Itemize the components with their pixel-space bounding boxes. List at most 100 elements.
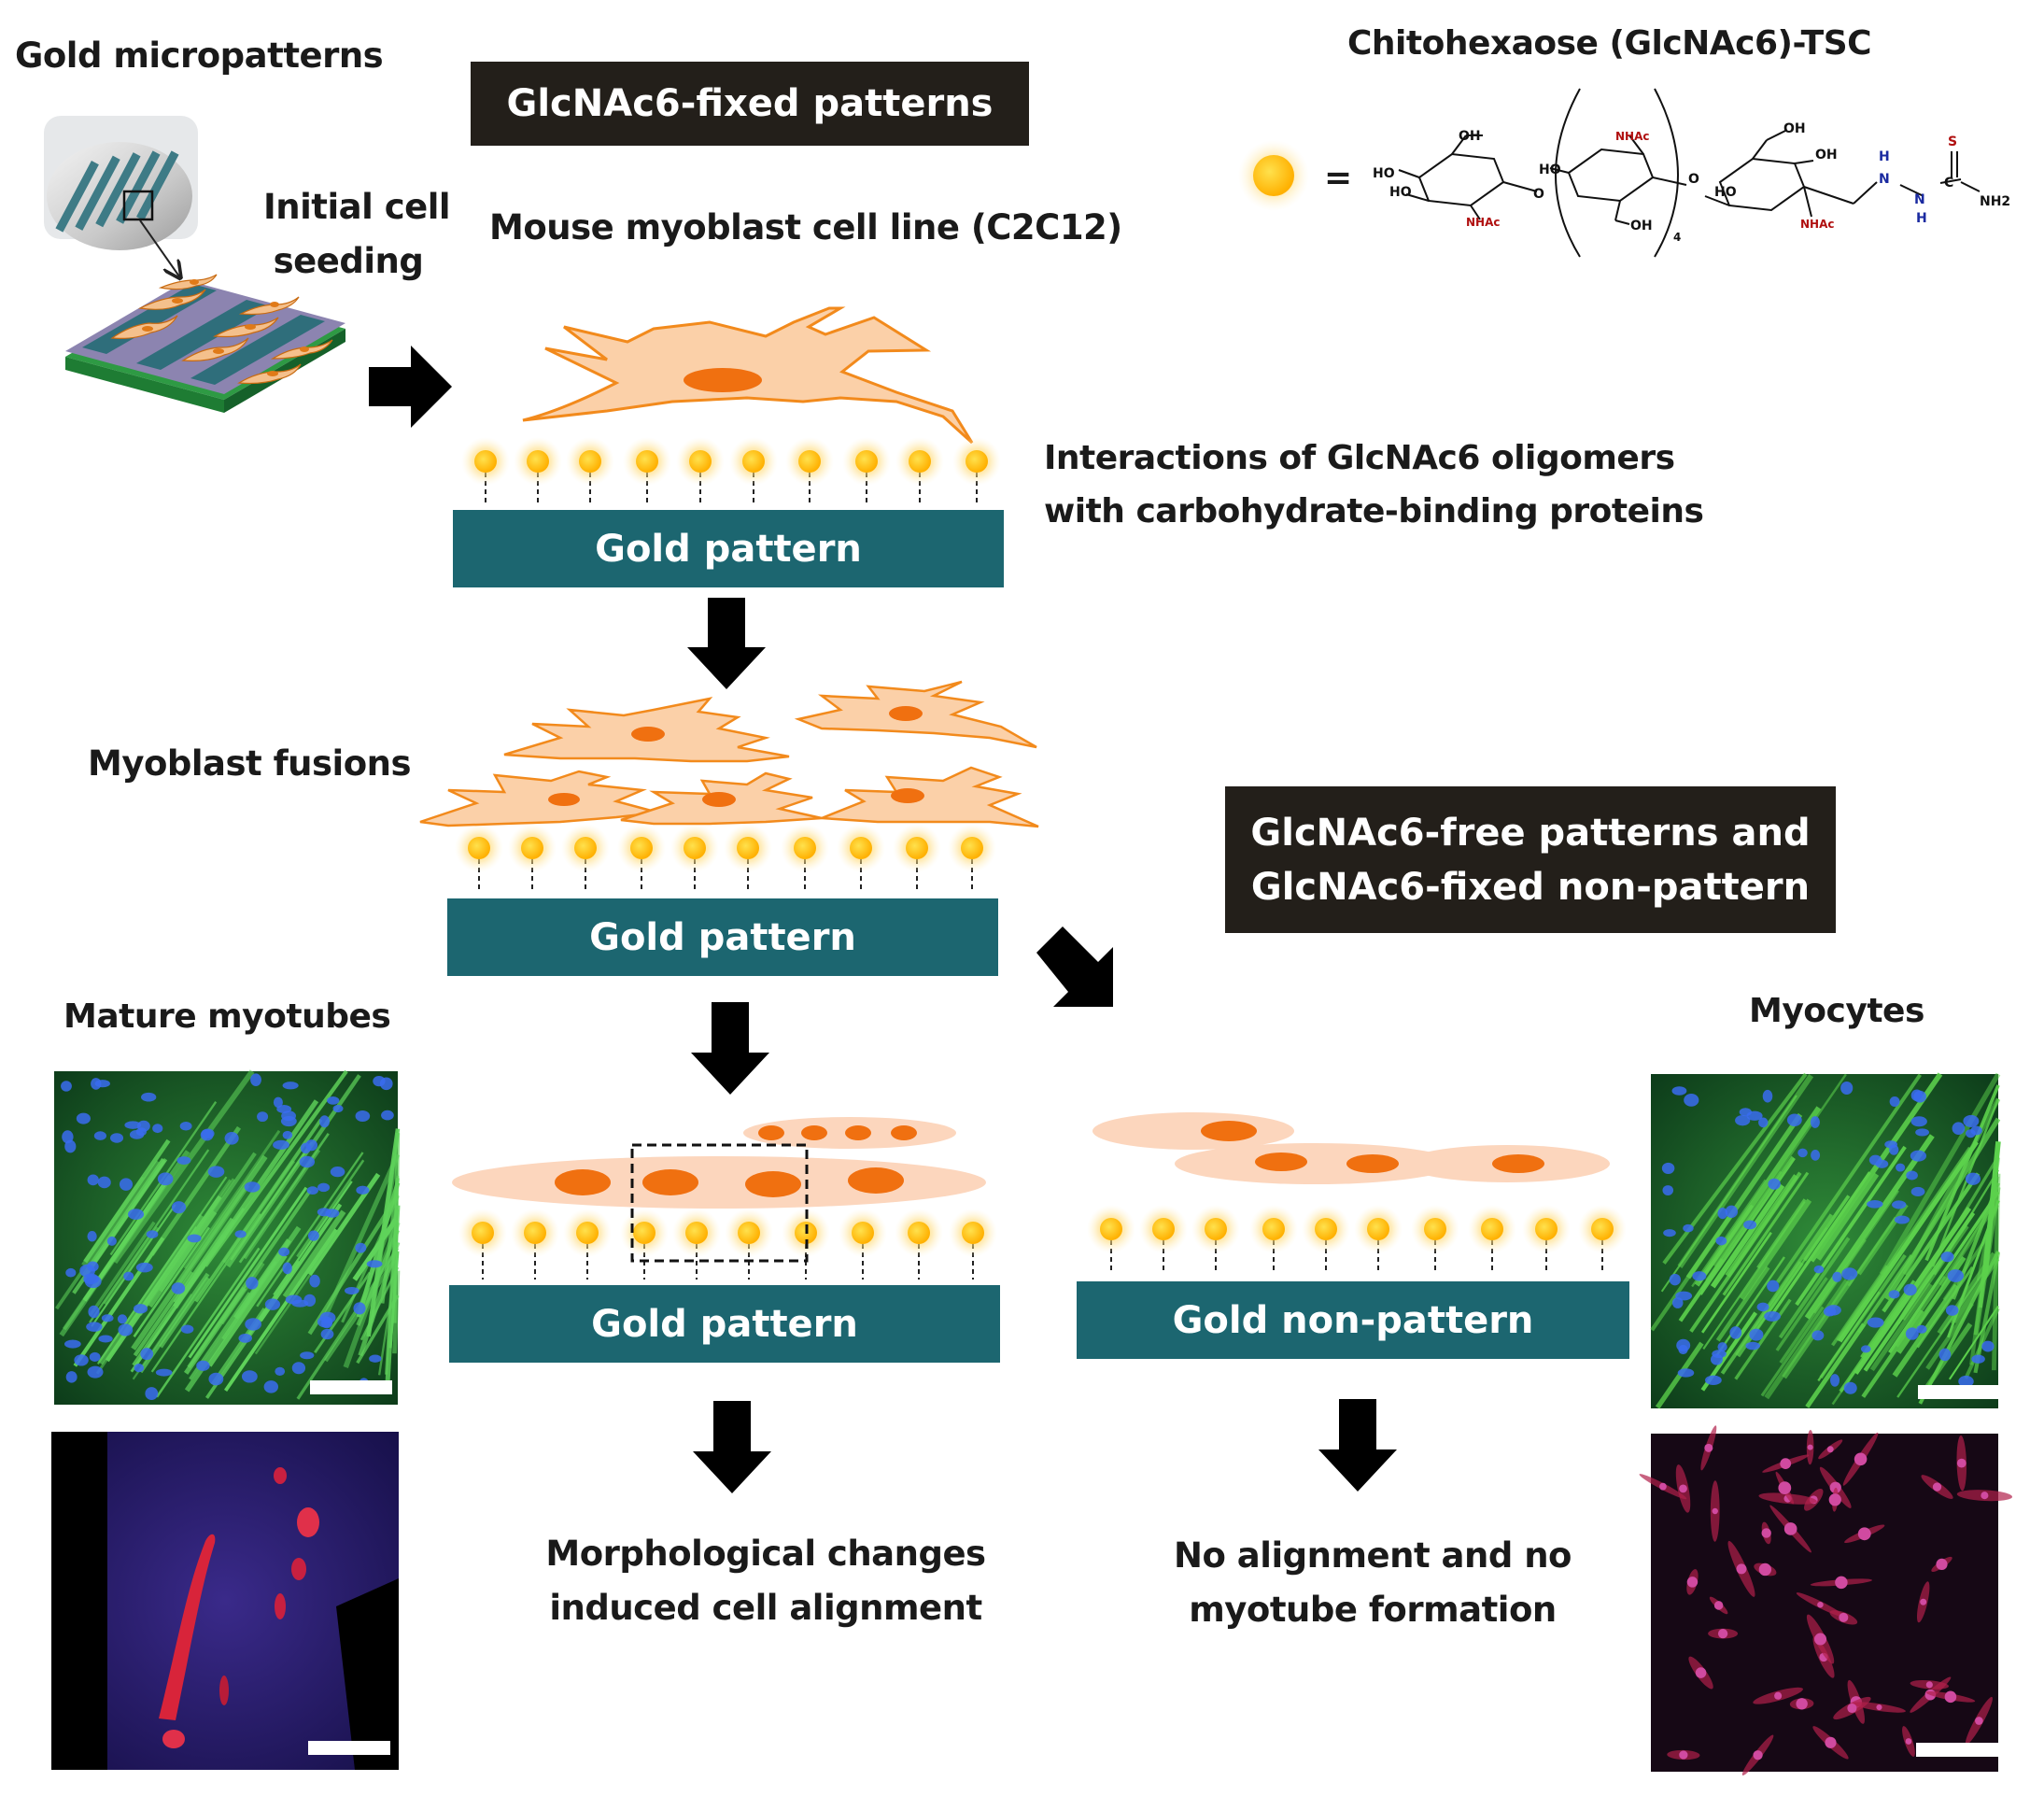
nucleus-dapi [344,1286,359,1295]
nucleus-dapi [381,1110,394,1121]
nucleus-dapi [1906,1170,1918,1181]
myotube-lower [452,1156,986,1209]
glcnac6-bead [850,837,872,859]
nucleus-dapi [1669,1273,1681,1286]
myotube-fiber [1722,1171,1810,1296]
nucleus-dapi [208,1372,224,1386]
myotube-fiber [1698,1204,1755,1284]
chitohexaose-structure [1398,88,1981,258]
myotube-fiber [1816,1172,1880,1261]
myotube-fiber [1895,1155,2000,1326]
myotube-fiber [1660,1095,1797,1293]
chem-ho-2: HO [1389,185,1412,200]
myotube-fiber [1710,1183,1785,1289]
nucleus-dapi [140,1348,154,1361]
nucleus-dapi [1684,1093,1699,1107]
myotube-fiber [1831,1265,1889,1347]
nucleus-dapi [1841,1267,1858,1280]
myocyte-nucleus [1876,1704,1882,1711]
glcnac6-bead [798,450,821,473]
mature-myotubes-label: Mature myotubes [63,997,391,1036]
nucleus-dapi [257,1111,269,1123]
nucleus-dapi [224,1131,239,1145]
nucleus-dapi [1970,1125,1982,1136]
panel-myocytes-red [1639,1425,2012,1775]
myocyte-nucleus [1826,1446,1834,1453]
glcnac6-bead [1481,1218,1503,1240]
nucleus-dapi [1894,1215,1910,1224]
myocyte-nucleus [1829,1481,1841,1493]
nucleus-dapi [1860,1345,1871,1353]
myotube-fiber [1735,1261,1804,1358]
myotube-fiber [1756,1198,1807,1269]
glcnac6-bead [1591,1218,1614,1240]
nucleus-dapi [366,1260,383,1268]
zoom-box [630,1143,809,1263]
myotube-fiber [158,1152,257,1293]
myocyte-nucleus [1713,1601,1724,1610]
myotube-fiber [183,1129,281,1269]
glcnac6-beads-row-3 [458,1209,997,1280]
nucleus-dapi [1756,1302,1769,1312]
chem-nhac-1: NHAc [1466,216,1501,229]
gold-pattern-bar-1: Gold pattern [453,510,1004,587]
nucleus-dapi [1832,1271,1842,1282]
nucleus-dapi [1725,1205,1739,1218]
glcnac6-bead [527,450,549,473]
nucleus-dapi [1797,1148,1808,1158]
glcnac6-bead [579,450,601,473]
myotube-fiber [1819,1253,1907,1379]
outcome-left-2: induced cell alignment [549,1588,982,1628]
myotube-fiber [343,1221,401,1368]
nucleus-dapi [1896,1163,1906,1172]
nucleus-dapi [1729,1326,1742,1339]
gold-nonpattern-bar: Gold non-pattern [1077,1281,1629,1359]
myotube-fiber [1902,1097,2001,1276]
myotube-fiber [194,1118,323,1303]
arrow-down-3 [693,1401,771,1493]
nucleus-dapi [65,1371,78,1383]
arrow-right-seeding [369,346,452,428]
chem-oh-1: OH [1459,129,1481,144]
nucleus-dapi [1671,1086,1687,1096]
myocyte-nucleus [1679,1484,1687,1493]
nucleus-dapi [74,1354,89,1366]
myotube-fiber [254,1220,348,1355]
myotube-fiber [1802,1195,1851,1262]
nucleus-dapi [1905,1327,1919,1340]
nucleus-dapi [118,1323,134,1336]
nucleus-dapi [83,1273,99,1285]
nucleus-dapi [119,1178,134,1191]
chem-o-1: O [1533,187,1544,202]
arrow-down-4 [1318,1399,1397,1492]
nucleus-dapi [1830,1374,1840,1387]
myotube-fiber [150,1213,261,1373]
nucleus-dapi [299,1155,316,1168]
nucleus-dapi [281,1110,297,1122]
chem-oh-2: OH [1630,219,1653,233]
glcnac6-bead [908,1222,930,1244]
nucleus-dapi [200,1129,214,1141]
nucleus-dapi [135,1262,153,1273]
nucleus-dapi [1762,1089,1773,1103]
glcnac6-bead [906,837,928,859]
myotube-fiber [385,1175,400,1375]
myotube-fiber [55,1160,160,1310]
nucleus-dapi [1903,1283,1917,1296]
myotube-fiber [392,1270,401,1354]
myotube-fiber [1897,1223,1967,1324]
nucleus-dapi [355,1110,371,1123]
nucleus-dapi [106,1236,117,1246]
nucleus-dapi [65,1267,77,1278]
glcnac6-bead [1205,1218,1227,1240]
nucleus-dapi [1910,1089,1924,1102]
nucleus-dapi [1813,1265,1825,1274]
nucleus-dapi [171,1201,187,1214]
myotube-fiber [243,1149,321,1260]
myotube-fiber [112,1069,255,1265]
cell-line-label: Mouse myoblast cell line (C2C12) [489,207,1122,247]
nucleus-dapi [76,1112,91,1124]
nucleus-dapi [1889,1144,1899,1155]
myotube-fiber [204,1069,348,1267]
nucleus-dapi [379,1077,393,1091]
